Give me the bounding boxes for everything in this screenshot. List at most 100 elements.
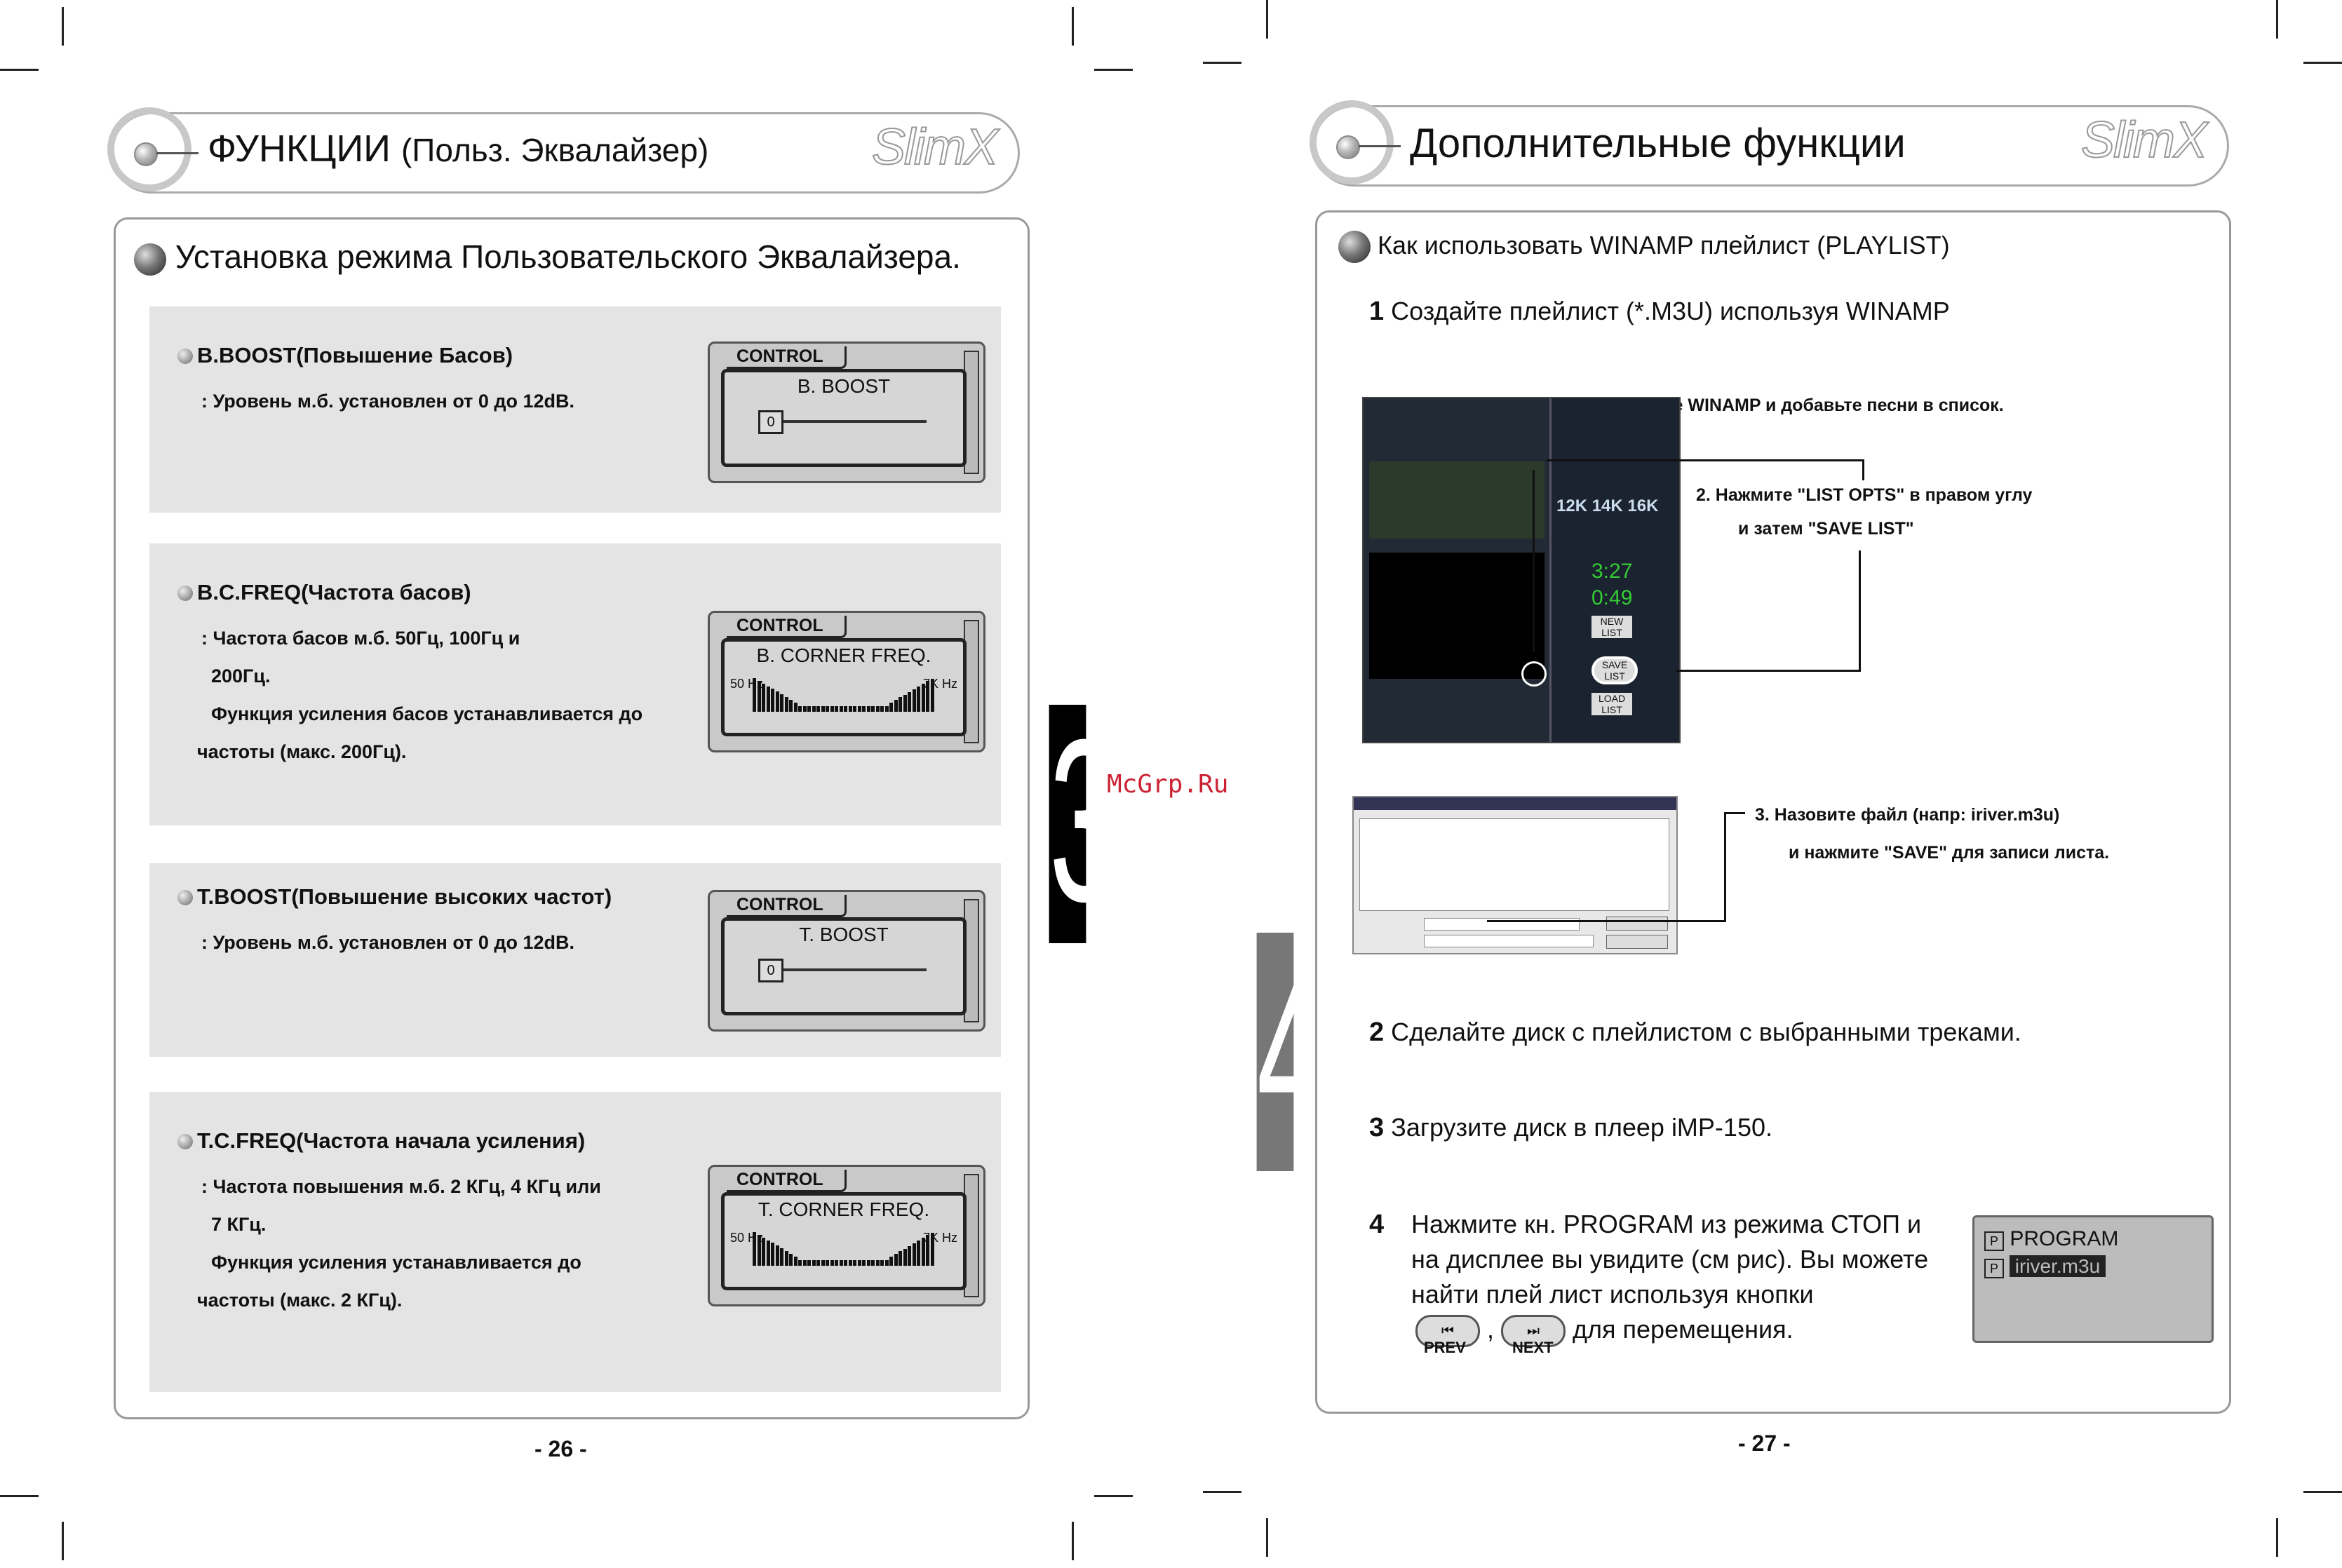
eq-bar xyxy=(762,1237,765,1266)
eq-curve-graphic xyxy=(753,1229,935,1266)
eq-bar xyxy=(830,1260,834,1266)
small-bullet-icon xyxy=(177,349,193,364)
left-section-heading: Установка режима Пользовательского Эквал… xyxy=(134,238,961,276)
eq-bar xyxy=(830,706,834,712)
eq-bar xyxy=(899,697,902,712)
left-content-panel: Установка режима Пользовательского Эквал… xyxy=(114,217,1030,1419)
eq-bar xyxy=(766,686,770,712)
step-4: 4 Нажмите кн. PROGRAM из режима СТОП и н… xyxy=(1369,1207,1928,1348)
eq-bar xyxy=(793,702,798,712)
eq-bar xyxy=(857,706,861,712)
eq-bar xyxy=(853,1260,856,1266)
section-title: T.BOOST(Повышение высоких частот) xyxy=(177,884,612,910)
annotation-3a: 3. Назовите файл (напр: iriver.m3u) xyxy=(1755,805,2060,825)
crop-mark xyxy=(62,1522,64,1560)
right-section-heading: Как использовать WINAMP плейлист (PLAYLI… xyxy=(1338,231,1950,264)
header-ring-icon xyxy=(1310,100,1394,184)
eq-bar xyxy=(802,706,807,712)
small-bullet-icon xyxy=(177,586,193,601)
eq-bar xyxy=(835,1260,838,1266)
crop-mark xyxy=(2276,1518,2278,1557)
tcfreq-section: T.C.FREQ(Частота начала усиления) : Част… xyxy=(149,1092,1001,1392)
eq-bar xyxy=(757,1234,761,1266)
eq-bar xyxy=(871,706,875,712)
eq-bar xyxy=(816,1260,820,1266)
eq-bar xyxy=(912,1243,916,1266)
eq-bar xyxy=(784,696,788,712)
header-dot-icon xyxy=(1336,135,1360,159)
playlist-icon: P xyxy=(1984,1259,2004,1278)
crop-mark xyxy=(1203,62,1241,64)
eq-bar xyxy=(880,706,884,712)
next-button-icon: ⏭ xyxy=(1501,1315,1566,1348)
eq-bar xyxy=(784,1250,788,1266)
eq-bar xyxy=(839,706,843,712)
annotation-3b: и нажмите "SAVE" для записи листа. xyxy=(1789,843,2110,863)
dialog-cancel-button[interactable] xyxy=(1606,935,1668,949)
eq-bar xyxy=(798,706,802,712)
eq-bar xyxy=(903,694,907,712)
section-title: B.BOOST(Повышение Басов) xyxy=(177,343,513,368)
eq-bar xyxy=(903,1248,907,1266)
eq-bar xyxy=(866,1260,870,1266)
dialog-save-button[interactable] xyxy=(1606,917,1668,931)
eq-bar xyxy=(875,1260,880,1266)
eq-bar xyxy=(812,706,816,712)
eq-bar xyxy=(908,691,911,712)
eq-bar xyxy=(889,1257,893,1266)
eq-bar xyxy=(848,1260,852,1266)
section-description: : Частота повышения м.б. 2 КГц, 4 КГц ил… xyxy=(197,1176,601,1311)
eq-bar xyxy=(775,691,779,712)
eq-bar xyxy=(753,1232,756,1266)
eq-bar xyxy=(807,1260,811,1266)
eq-bar xyxy=(921,1238,925,1266)
prev-label: PREV xyxy=(1424,1339,1466,1356)
eq-bar xyxy=(912,689,916,712)
tboost-section: T.BOOST(Повышение высоких частот) : Уров… xyxy=(149,863,1001,1057)
small-bullet-icon xyxy=(177,890,193,905)
eq-bar xyxy=(793,1256,798,1266)
tboost-control-display: CONTROL T. BOOST 0 xyxy=(708,890,985,1032)
section-title: B.C.FREQ(Частота басов) xyxy=(177,580,471,605)
crop-mark xyxy=(1203,1491,1241,1493)
crop-mark xyxy=(1072,7,1074,46)
winamp-screenshot: 12K 14K 16K 3:27 0:49 NEW LIST SAVE LIST… xyxy=(1362,397,1681,743)
eq-bar xyxy=(871,1260,875,1266)
slimx-logo: SlimX xyxy=(871,119,999,176)
section-title: T.C.FREQ(Частота начала усиления) xyxy=(177,1128,585,1154)
crop-mark xyxy=(2276,0,2278,39)
program-display: P PROGRAM P iriver.m3u xyxy=(1972,1215,2214,1343)
section-description: : Уровень м.б. установлен от 0 до 12dB. xyxy=(201,391,575,412)
crop-mark xyxy=(1266,1518,1268,1557)
load-list-button[interactable]: LOAD LIST xyxy=(1591,693,1632,715)
save-list-button[interactable]: SAVE LIST xyxy=(1591,656,1638,684)
new-list-button[interactable]: NEW LIST xyxy=(1591,616,1632,638)
bullet-icon xyxy=(134,243,166,276)
small-bullet-icon xyxy=(177,1134,193,1149)
eq-bar xyxy=(766,1240,770,1266)
list-opts-highlight-icon xyxy=(1521,661,1547,687)
eq-bar xyxy=(844,1260,847,1266)
chapter-tab-4: 4 xyxy=(1256,919,1328,1177)
eq-bar xyxy=(921,684,925,712)
eq-bar xyxy=(894,1254,898,1266)
eq-bar xyxy=(889,703,893,712)
crop-mark xyxy=(1094,1495,1133,1497)
eq-bar xyxy=(839,1260,843,1266)
eq-bar xyxy=(862,1260,866,1266)
eq-bar xyxy=(780,1248,783,1266)
annotation-2b: и затем "SAVE LIST" xyxy=(1738,519,1914,539)
crop-mark xyxy=(2303,62,2342,64)
eq-bar xyxy=(857,1260,861,1266)
eq-bar xyxy=(812,1260,816,1266)
eq-bar xyxy=(899,1251,902,1266)
save-dialog-screenshot xyxy=(1352,796,1678,954)
header-dot-icon xyxy=(134,142,158,166)
eq-bar xyxy=(917,1241,920,1266)
eq-bar xyxy=(826,706,829,712)
eq-curve-graphic xyxy=(753,675,935,712)
header-ring-icon xyxy=(107,107,191,191)
bcfreq-section: B.C.FREQ(Частота басов) : Частота басов … xyxy=(149,543,1001,825)
eq-bar xyxy=(807,706,811,712)
annotation-2a: 2. Нажмите "LIST OPTS" в правом углу xyxy=(1696,485,2033,505)
